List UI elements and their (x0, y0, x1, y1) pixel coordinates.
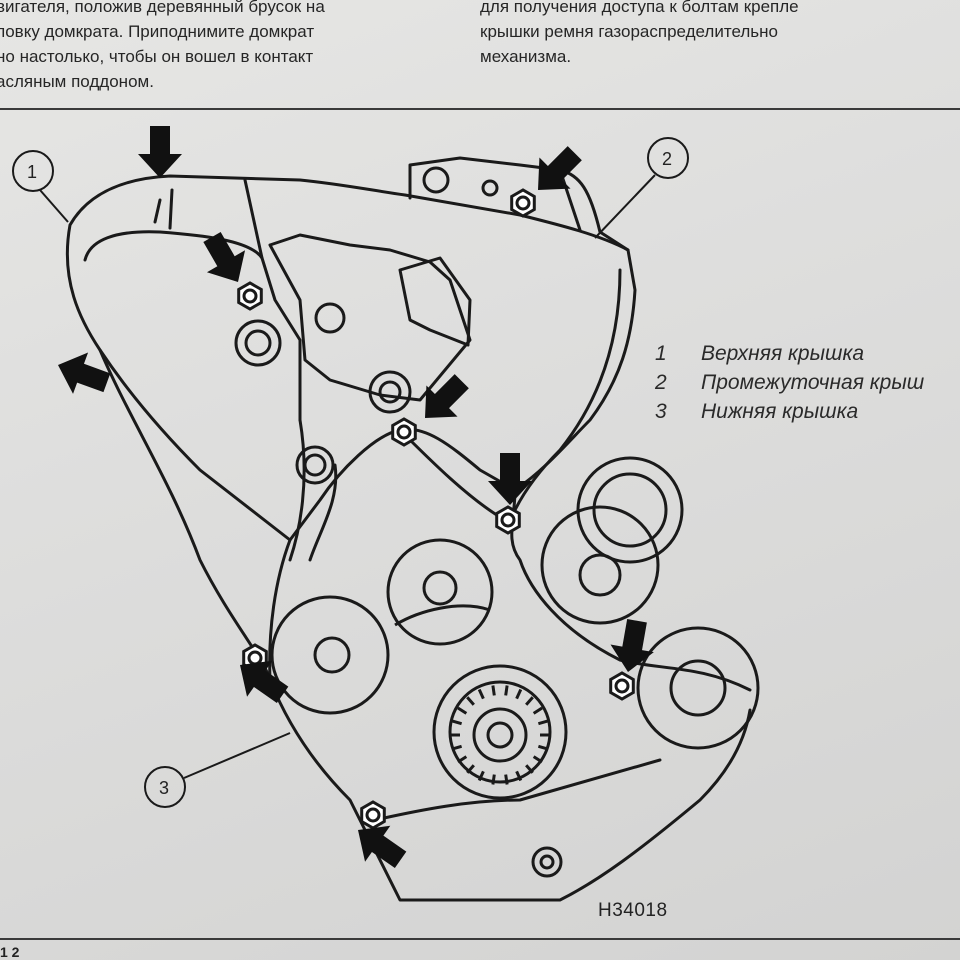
intermediate-plate (268, 233, 472, 402)
sprocket-tooth (457, 755, 468, 764)
upper-cover-inner (83, 230, 302, 422)
divider-bottom (0, 938, 960, 940)
legend: 1 Верхняя крышка 2 Промежуточная крыш 3 Ниж… (655, 342, 924, 429)
sprocket-tooth (515, 688, 523, 700)
bolt-pointer-arrow-icon (203, 231, 246, 282)
belt-run-right (513, 268, 622, 512)
sprocket-tooth (532, 706, 543, 715)
sprocket-tooth (466, 764, 475, 774)
bracket-hole-2 (481, 179, 499, 197)
water-pump-pulley (636, 626, 760, 750)
callout-circle-2 (647, 137, 689, 179)
sprocket-tooth (457, 706, 468, 715)
bracket-hole-1 (422, 166, 450, 194)
bolt-pointer-arrow-icon (538, 146, 582, 190)
page-corner-text: 1 2 (0, 944, 20, 960)
callout-label-3: 3 (159, 778, 169, 798)
bolt-center (365, 807, 381, 823)
cover-boss-1 (234, 319, 282, 367)
bolt-center (247, 650, 263, 666)
legend-label: Нижняя крышка (701, 400, 859, 423)
bolt-center (500, 512, 516, 528)
sprocket-tooth (537, 744, 549, 751)
callout-circle-1 (12, 150, 54, 192)
upper-cover-rib (153, 178, 264, 260)
sprocket-tooth (466, 696, 475, 706)
bolt-pointer-arrow-icon (58, 352, 111, 394)
sprocket-tooth (525, 764, 534, 774)
callout-label-1: 1 (27, 162, 37, 182)
bolt-pointer-arrow-icon (610, 619, 654, 672)
intermediate-bracket (398, 256, 472, 347)
bolt-center (515, 195, 531, 211)
cover-boss-3 (368, 370, 412, 414)
figure-code: H34018 (598, 900, 668, 921)
sprocket-tooth (477, 770, 485, 782)
idler-pulley (386, 538, 494, 646)
sprocket-tooth (525, 696, 534, 706)
sprocket-tooth (504, 774, 509, 785)
legend-item: 2 Промежуточная крыш (655, 371, 924, 400)
legend-number: 1 (655, 342, 667, 365)
sprocket-tooth (491, 685, 496, 696)
lower-cover-bottom (373, 758, 662, 822)
legend-label: Промежуточная крыш (701, 371, 925, 394)
body-text-right: для получения доступа к болтам крепле кр… (480, 0, 799, 66)
sprocket-tooth (504, 685, 509, 696)
legend-item: 3 Нижняя крышка (655, 400, 924, 429)
sprocket-tooth (532, 755, 543, 764)
tensioner-pulley (270, 595, 390, 715)
bolt-pointer-arrow-icon (488, 453, 532, 505)
bolt-pointer-arrow-icon (358, 825, 407, 869)
bolt-center (242, 288, 258, 304)
bolt-pointer-arrow-icon (240, 660, 289, 704)
sprocket-tooth (451, 744, 463, 751)
cover-boss-2 (314, 302, 346, 334)
bolt-pointer-arrow-icon (425, 374, 469, 418)
mount-hole (531, 846, 563, 878)
callout-circle-3 (144, 766, 186, 808)
crankshaft-sprocket (432, 664, 568, 800)
lower-cover-inner (288, 418, 338, 562)
legend-number: 2 (655, 371, 667, 394)
divider-top (0, 108, 960, 110)
sprocket-tooth (515, 770, 523, 782)
sprocket-tooth (451, 719, 463, 726)
sprocket-tooth (537, 719, 549, 726)
lower-cover-outline (98, 348, 752, 902)
sprocket-tooth (477, 688, 485, 700)
cover-boss-4 (295, 445, 335, 485)
bolt-center (396, 424, 412, 440)
sprocket-tooth (491, 774, 496, 785)
legend-label: Верхняя крышка (701, 342, 865, 365)
legend-item: 1 Верхняя крышка (655, 342, 924, 371)
callout-label-2: 2 (662, 149, 672, 169)
legend-number: 3 (655, 400, 667, 423)
bolt-center (614, 678, 630, 694)
bolt-pointer-arrow-icon (138, 126, 182, 178)
body-text-left: вигателя, положив деревянный брусок на п… (0, 0, 325, 91)
